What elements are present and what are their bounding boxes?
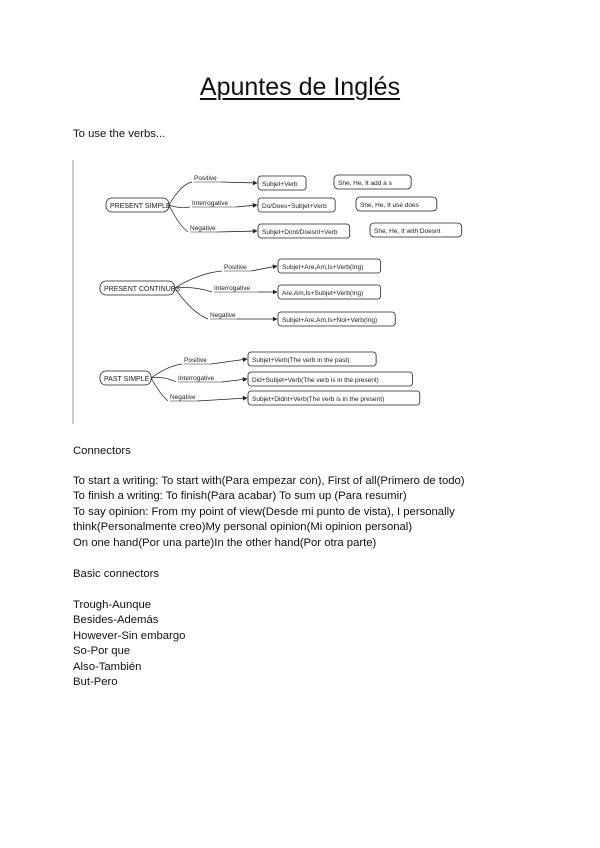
note-box-box bbox=[369, 222, 463, 238]
formula-box-box bbox=[247, 351, 377, 367]
branch-label: Positive bbox=[224, 264, 247, 271]
branch-line bbox=[151, 377, 177, 383]
branch-line bbox=[168, 204, 189, 233]
arrow bbox=[197, 395, 248, 402]
connector-line: On one hand(Por una parte)In the other h… bbox=[73, 537, 377, 549]
formula-box-box bbox=[257, 223, 351, 239]
arrow bbox=[210, 357, 248, 365]
formula-box-box bbox=[277, 258, 382, 274]
arrow bbox=[217, 228, 258, 234]
note-box-box bbox=[355, 196, 438, 212]
formula-box-box bbox=[247, 390, 421, 406]
page-title: Apuntes de Inglés bbox=[199, 73, 401, 101]
formula-box-box bbox=[247, 371, 413, 387]
branch-label: Negative bbox=[170, 394, 196, 401]
intro-text: To use the verbs... bbox=[73, 128, 166, 140]
formula-box: Do/Does+Subjet+Verb bbox=[262, 203, 327, 210]
branch-line bbox=[174, 287, 213, 293]
formula-box: Did+Subjet+Verb(The verb is in the prese… bbox=[252, 377, 379, 384]
formula-box-box bbox=[257, 197, 336, 213]
branch-label: Negative bbox=[190, 225, 216, 232]
formula-box-box bbox=[257, 175, 307, 191]
branch-label: Negative bbox=[210, 312, 236, 319]
formula-box: Subjet+Verb(The verb in the past) bbox=[252, 357, 349, 364]
connectors-heading: Connectors bbox=[73, 445, 131, 457]
connector-line: To say opinion: From my point of view(De… bbox=[73, 506, 455, 518]
connector-line: think(Personalmente creo)My personal opi… bbox=[73, 521, 413, 533]
basic-connector-item: Besides-Además bbox=[73, 614, 159, 626]
basic-connector-item: But-Pero bbox=[73, 676, 118, 688]
arrow bbox=[250, 264, 278, 272]
branch-label: Interrogative bbox=[192, 200, 229, 207]
connector-line: To start a writing: To start with(Para e… bbox=[73, 475, 465, 487]
basic-connector-item: Also-También bbox=[73, 661, 142, 673]
tense-node: PRESENT CONTINUES bbox=[104, 286, 180, 293]
tense-node-box bbox=[99, 370, 152, 386]
tense-node: PRESENT SIMPLE bbox=[110, 203, 171, 210]
branch-line bbox=[174, 287, 209, 320]
formula-box: Subjet+Are,Am,Is+Verb(Ing) bbox=[282, 264, 363, 271]
basic-connector-item: So-Por que bbox=[73, 645, 131, 657]
branch-line bbox=[168, 204, 191, 209]
note-box-box bbox=[333, 174, 412, 190]
branch-line bbox=[150, 363, 183, 379]
tense-node: PAST SIMPLE bbox=[104, 376, 150, 383]
formula-box: Subjet+Are,Am,Is+Not+Verb(Ing) bbox=[282, 317, 377, 324]
note-box: She, He, It use does bbox=[360, 202, 420, 209]
note-box: She, He, It add a s bbox=[338, 180, 393, 187]
note-box: She, He, It with Doesnt bbox=[374, 228, 441, 235]
branch-line bbox=[150, 377, 169, 402]
branch-label: Positive bbox=[194, 175, 217, 182]
arrow bbox=[221, 377, 248, 383]
arrow bbox=[235, 203, 258, 208]
branch-label: Positive bbox=[184, 357, 207, 364]
basic-connector-item: However-Sin embargo bbox=[73, 630, 186, 642]
branch-label: Interrogative bbox=[214, 285, 251, 292]
formula-box-box bbox=[277, 311, 396, 327]
basic-connector-item: Trough-Aunque bbox=[73, 599, 152, 611]
formula-box: Subjet+Dont/Doesnt+Verb bbox=[262, 229, 338, 236]
branch-label: Interrogative bbox=[178, 375, 215, 382]
branch-line bbox=[174, 270, 223, 289]
basic-connectors-heading: Basic connectors bbox=[73, 568, 160, 580]
formula-box: Subjet+Didnt+Verb(The verb is in the pre… bbox=[252, 396, 384, 403]
branch-line bbox=[168, 181, 193, 206]
arrow bbox=[221, 180, 258, 186]
connector-line: To finish a writing: To finish(Para acab… bbox=[73, 490, 407, 502]
formula-box: Subjet+Verb bbox=[262, 181, 298, 188]
formula-box: Are,Am,Is+Subjet+Verb(Ing) bbox=[282, 290, 363, 297]
formula-box-box bbox=[277, 284, 382, 300]
